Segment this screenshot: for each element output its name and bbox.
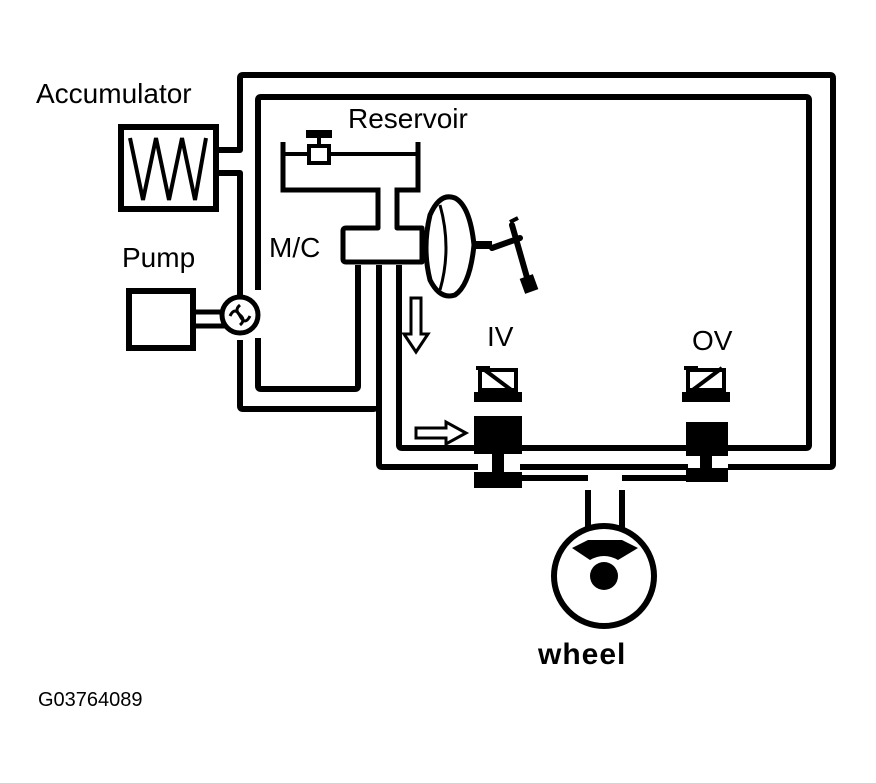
pump-label: Pump bbox=[122, 242, 195, 273]
inlet-valve: IV bbox=[474, 321, 522, 488]
reservoir: Reservoir bbox=[280, 103, 468, 210]
pump-return-lower bbox=[255, 265, 361, 392]
wheel-hub-icon bbox=[590, 562, 618, 590]
reservoir-label: Reservoir bbox=[348, 103, 468, 134]
mc-to-iv-line bbox=[396, 265, 478, 451]
wheel-brake: wheel bbox=[537, 523, 657, 671]
wheel-label: wheel bbox=[537, 638, 626, 671]
figure-code: G03764089 bbox=[38, 689, 143, 711]
inner-pressure-line bbox=[216, 170, 243, 295]
accumulator-label: Accumulator bbox=[36, 78, 192, 109]
master-cylinder-label: M/C bbox=[269, 232, 320, 263]
master-cylinder: M/C bbox=[269, 210, 425, 265]
outlet-valve: OV bbox=[682, 325, 733, 482]
inlet-valve-label: IV bbox=[487, 321, 514, 352]
inner-pressure-line-lower bbox=[237, 340, 379, 412]
line-to-iv-bottom bbox=[376, 265, 478, 470]
flow-arrow-right-icon bbox=[414, 419, 470, 447]
wheel-feed-top bbox=[497, 470, 710, 481]
pump: Pump bbox=[122, 242, 261, 351]
brake-booster bbox=[423, 194, 492, 299]
outer-pressure-line bbox=[216, 72, 836, 470]
brake-pedal-icon bbox=[489, 216, 539, 294]
inner-top-line bbox=[255, 94, 812, 451]
accumulator-spring-icon bbox=[128, 137, 208, 201]
accumulator: Accumulator bbox=[36, 78, 219, 212]
flow-arrow-down-icon bbox=[401, 296, 431, 355]
outlet-valve-label: OV bbox=[692, 325, 733, 356]
